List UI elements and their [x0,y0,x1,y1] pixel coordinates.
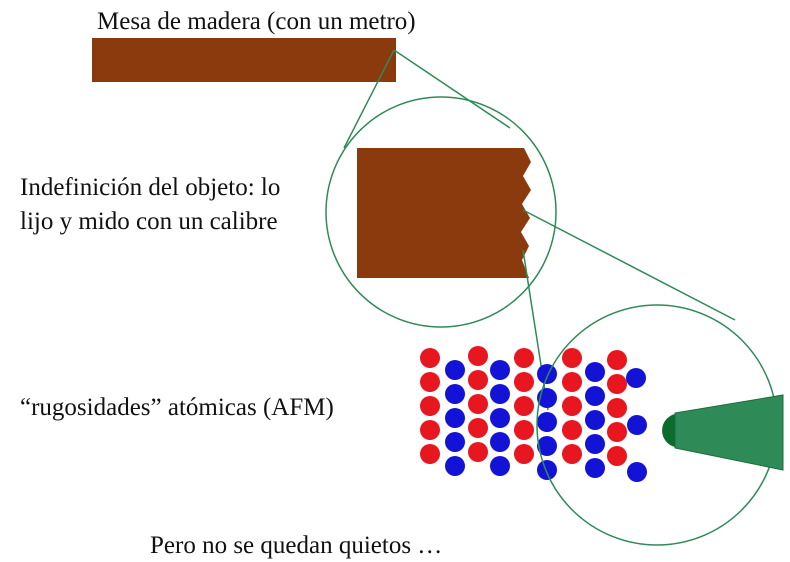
footer-caption: Pero no se quedan quietos … [150,532,443,559]
atom-red [562,420,582,440]
zoom-circle-1 [325,96,557,328]
atom-red [607,422,627,442]
atom-red [607,350,627,370]
atom-blue [585,410,605,430]
atom-blue [626,368,646,388]
atom-red [514,372,534,392]
atom-red [468,370,488,390]
atom-lattice [420,346,647,482]
atom-blue [627,415,647,435]
afm-tip-apex [662,414,675,447]
atom-red [514,420,534,440]
rugosidades-label: “rugosidades” atómicas (AFM) [20,394,334,421]
atom-red [607,398,627,418]
atom-red [514,396,534,416]
atom-blue [490,456,510,476]
wood-block-zoomed [357,148,531,278]
atom-red [607,374,627,394]
wood-table-bar [92,38,396,82]
atom-red [420,444,440,464]
atom-blue [490,432,510,452]
atom-red [514,348,534,368]
atom-blue [445,432,465,452]
zoom-line-2a [522,209,736,321]
atom-red [468,442,488,462]
atom-red [562,396,582,416]
atom-blue [537,460,557,480]
atom-blue [585,434,605,454]
atom-blue [537,364,557,384]
atom-red [562,444,582,464]
atom-red [468,394,488,414]
atom-blue [537,412,557,432]
atom-red [420,348,440,368]
atom-blue [585,458,605,478]
atom-red [468,418,488,438]
atom-red [514,444,534,464]
atom-blue [537,436,557,456]
atom-blue [490,360,510,380]
atom-red [420,396,440,416]
atom-blue [627,462,647,482]
atom-red [468,346,488,366]
afm-tip-cone [674,394,784,471]
atom-blue [445,384,465,404]
zoom-line-1a [343,49,395,149]
atom-blue [585,362,605,382]
atom-red [420,372,440,392]
atom-red [420,420,440,440]
atom-blue [445,456,465,476]
zoom-line-1b [393,49,511,129]
indefinicion-label-line2: lijo y mido con un calibre [20,208,278,235]
atom-blue [490,384,510,404]
atom-blue [445,408,465,428]
atom-red [607,446,627,466]
atom-blue [585,386,605,406]
atom-red [562,372,582,392]
title-label: Mesa de madera (con un metro) [97,8,416,35]
indefinicion-label-line1: Indefinición del objeto: lo [20,174,281,201]
atom-blue [490,408,510,428]
atom-red [562,348,582,368]
atom-blue [445,360,465,380]
